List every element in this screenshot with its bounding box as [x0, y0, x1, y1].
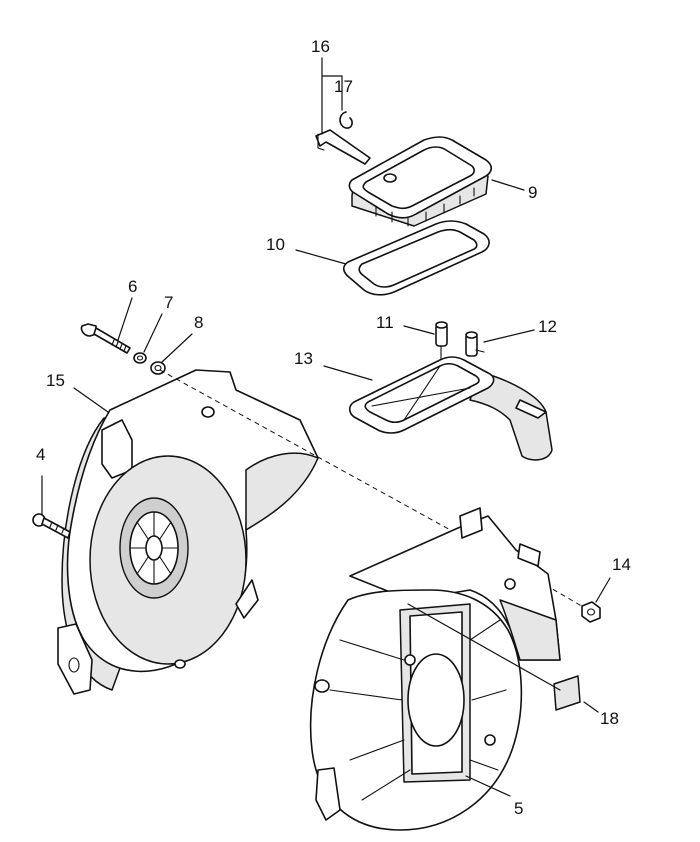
callout-16: 16 — [311, 37, 330, 56]
part-18-label — [553, 675, 581, 711]
callout-8: 8 — [194, 313, 203, 332]
callout-12: 12 — [538, 317, 557, 336]
part-9-filter-cover — [348, 136, 493, 227]
part-13-duct — [348, 356, 553, 461]
part-6-bolt — [80, 323, 131, 354]
part-15-housing-left — [57, 369, 319, 695]
callout-6: 6 — [128, 277, 137, 296]
callout-10: 10 — [266, 235, 285, 254]
part-14-nut — [581, 601, 601, 623]
part-12-pin — [465, 331, 485, 357]
callout-7: 7 — [164, 293, 173, 312]
callout-18: 18 — [600, 709, 619, 728]
callout-14: 14 — [612, 555, 631, 574]
part-11-pin — [435, 321, 448, 369]
callout-9: 9 — [528, 183, 537, 202]
leader-lines — [41, 57, 611, 797]
part-5-housing-right — [309, 507, 561, 831]
callout-13: 13 — [294, 349, 313, 368]
part-8-washer — [150, 361, 166, 375]
callout-15: 15 — [46, 371, 65, 390]
part-16-pin — [315, 129, 371, 165]
part-10-gasket — [342, 220, 490, 296]
callout-labels: 16 17 9 10 6 7 8 11 12 13 15 4 14 18 5 — [36, 37, 631, 818]
callout-11: 11 — [376, 313, 394, 332]
part-4-screw — [32, 513, 71, 539]
callout-17: 17 — [334, 77, 353, 96]
callout-5: 5 — [514, 799, 523, 818]
part-17-clip — [339, 111, 353, 129]
part-7-washer — [133, 352, 147, 364]
callout-4: 4 — [36, 445, 45, 464]
